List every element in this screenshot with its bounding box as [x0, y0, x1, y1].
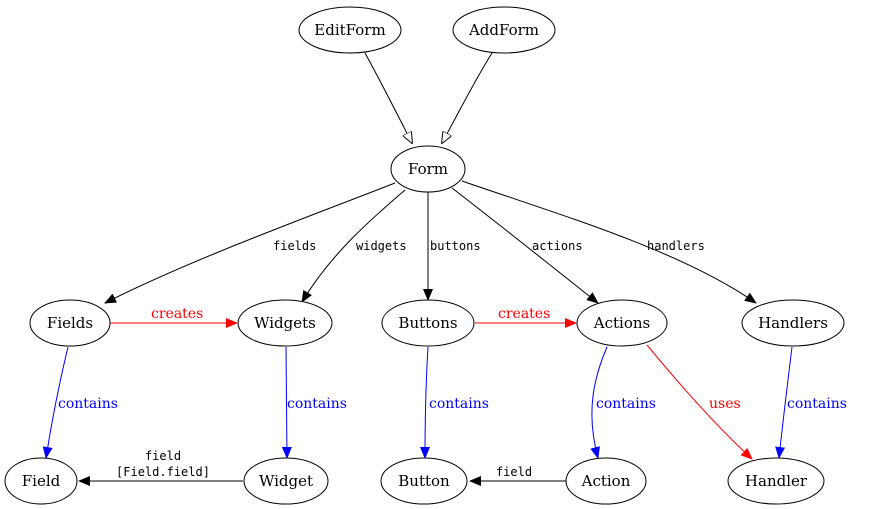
- node-buttons-label: Buttons: [398, 314, 457, 332]
- node-editform-label: EditForm: [314, 21, 385, 39]
- label-widgets-widget: contains: [287, 396, 347, 412]
- label-actions-handler: uses: [709, 396, 741, 412]
- label-actions-action: contains: [596, 396, 656, 412]
- node-field: Field: [4, 457, 78, 505]
- edge-buttons-button: [420, 346, 431, 459]
- node-widget-label: Widget: [259, 472, 313, 490]
- node-form: Form: [390, 145, 466, 193]
- node-addform: AddForm: [452, 6, 556, 54]
- node-action-label: Action: [581, 472, 631, 490]
- label-form-buttons: buttons: [430, 239, 481, 253]
- edge-editform-form: [364, 52, 412, 143]
- label-form-fields: fields: [273, 239, 316, 253]
- edge-actions-handler: [646, 344, 753, 460]
- node-handlers-label: Handlers: [758, 314, 828, 332]
- edge-actions-action: [590, 346, 608, 459]
- label-form-handlers: handlers: [647, 239, 705, 253]
- label-widget-field-line2: [Field.field]: [116, 465, 210, 479]
- node-fields: Fields: [29, 299, 111, 347]
- label-buttons-actions: creates: [498, 306, 550, 322]
- node-addform-label: AddForm: [468, 21, 539, 39]
- edge-form-actions: [451, 187, 599, 304]
- edge-form-fields: [104, 182, 396, 304]
- edge-form-widgets: [301, 189, 406, 303]
- edge-handlers-handler: [775, 346, 793, 459]
- node-handler: Handler: [727, 457, 825, 505]
- node-widget: Widget: [243, 457, 329, 505]
- label-fields-widgets: creates: [151, 306, 203, 322]
- node-widgets: Widgets: [237, 299, 333, 347]
- node-buttons: Buttons: [381, 299, 475, 347]
- node-fields-label: Fields: [47, 314, 93, 332]
- edge-fields-field: [42, 346, 69, 459]
- edge-form-handlers: [461, 180, 757, 304]
- node-action: Action: [565, 457, 647, 505]
- node-handler-label: Handler: [745, 472, 808, 490]
- label-fields-field: contains: [58, 396, 118, 412]
- node-form-label: Form: [408, 160, 448, 178]
- node-actions: Actions: [576, 299, 668, 347]
- node-button: Button: [380, 457, 468, 505]
- node-field-label: Field: [22, 472, 61, 490]
- label-handlers-handler: contains: [787, 396, 847, 412]
- node-button-label: Button: [398, 472, 450, 490]
- node-handlers: Handlers: [741, 299, 845, 347]
- label-action-button: field: [496, 465, 532, 479]
- label-widget-field-line1: field: [145, 449, 181, 463]
- edge-addform-form: [442, 52, 493, 143]
- node-widgets-label: Widgets: [254, 314, 316, 332]
- node-editform: EditForm: [298, 6, 402, 54]
- label-form-actions: actions: [532, 239, 583, 253]
- label-buttons-button: contains: [429, 396, 489, 412]
- label-form-widgets: widgets: [356, 239, 407, 253]
- node-actions-label: Actions: [593, 314, 650, 332]
- edge-widgets-widget: [281, 346, 292, 459]
